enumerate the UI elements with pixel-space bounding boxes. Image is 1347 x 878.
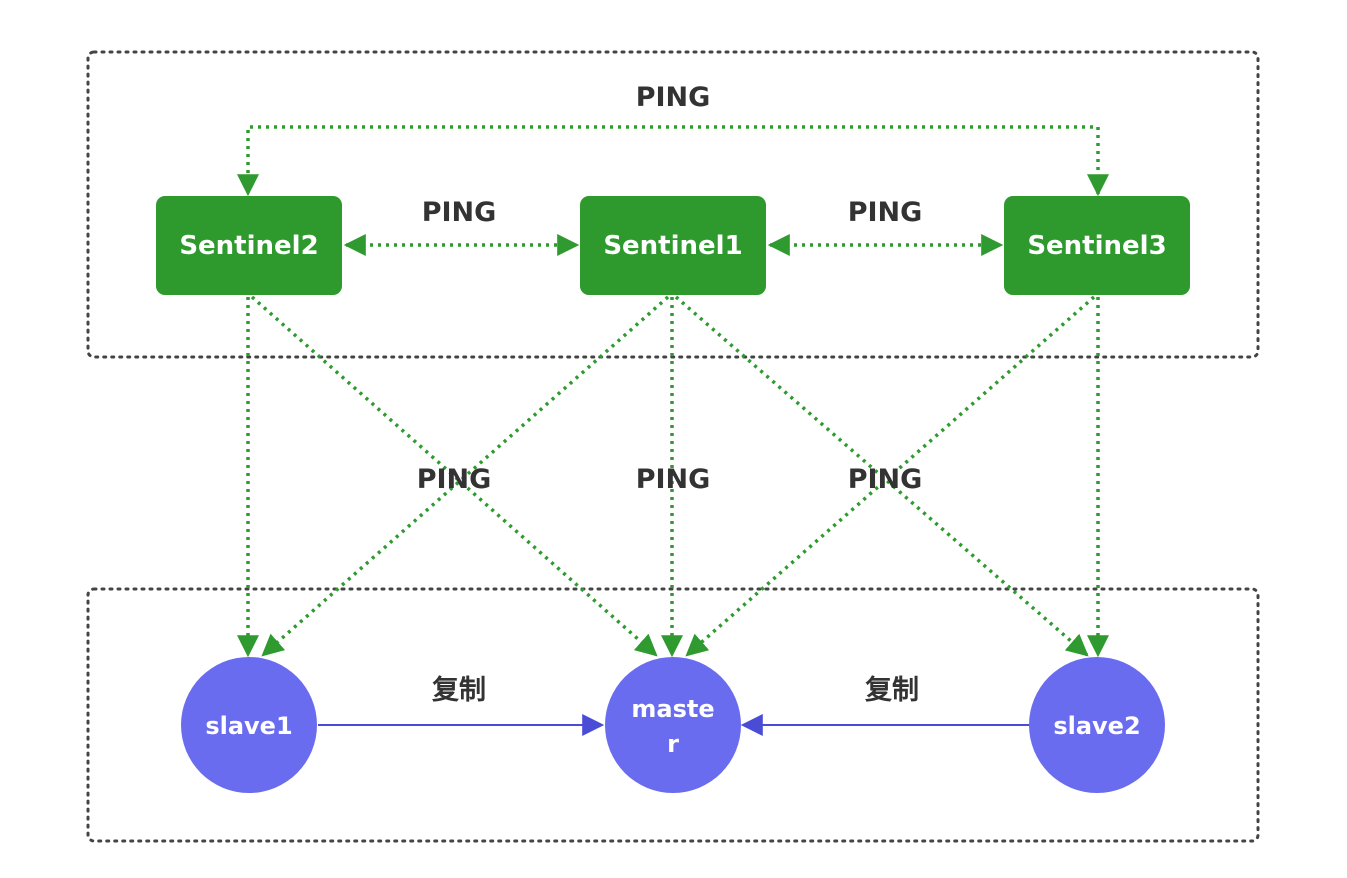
slave2-label: slave2 — [1053, 712, 1140, 740]
master-label-line2: r — [667, 730, 679, 758]
sentinel2-label: Sentinel2 — [179, 231, 318, 261]
ping-arrow-sentinel2-master — [250, 295, 658, 657]
sentinel3-label: Sentinel3 — [1027, 231, 1166, 261]
sentinel3-node: Sentinel3 — [1004, 196, 1190, 295]
sentinel1-node: Sentinel1 — [580, 196, 766, 295]
slave1-node: slave1 — [181, 657, 317, 793]
ping-label-left: PING — [417, 464, 492, 495]
ping-loop-arrow — [237, 125, 1109, 197]
ping-label-top: PING — [636, 82, 711, 113]
ping-label-s2-s1: PING — [422, 197, 497, 228]
slave1-label: slave1 — [205, 712, 292, 740]
ping-label-center: PING — [636, 464, 711, 495]
sentinel2-node: Sentinel2 — [156, 196, 342, 295]
ping-arrow-sentinel1-slave1 — [261, 295, 670, 657]
replicate-label-left: 复制 — [432, 675, 486, 706]
ping-label-right: PING — [848, 464, 923, 495]
sentinel1-label: Sentinel1 — [603, 231, 742, 261]
master-node: maste r — [605, 657, 741, 793]
replicate-label-right: 复制 — [865, 675, 919, 706]
slave2-node: slave2 — [1029, 657, 1165, 793]
ping-label-s1-s3: PING — [848, 197, 923, 228]
sentinel-group-box — [86, 50, 1260, 359]
ping-arrow-sentinel1-slave2 — [674, 295, 1089, 657]
redis-group-box — [86, 587, 1260, 843]
master-label-line1: maste — [631, 695, 714, 723]
ping-arrow-sentinel3-master — [685, 295, 1096, 657]
